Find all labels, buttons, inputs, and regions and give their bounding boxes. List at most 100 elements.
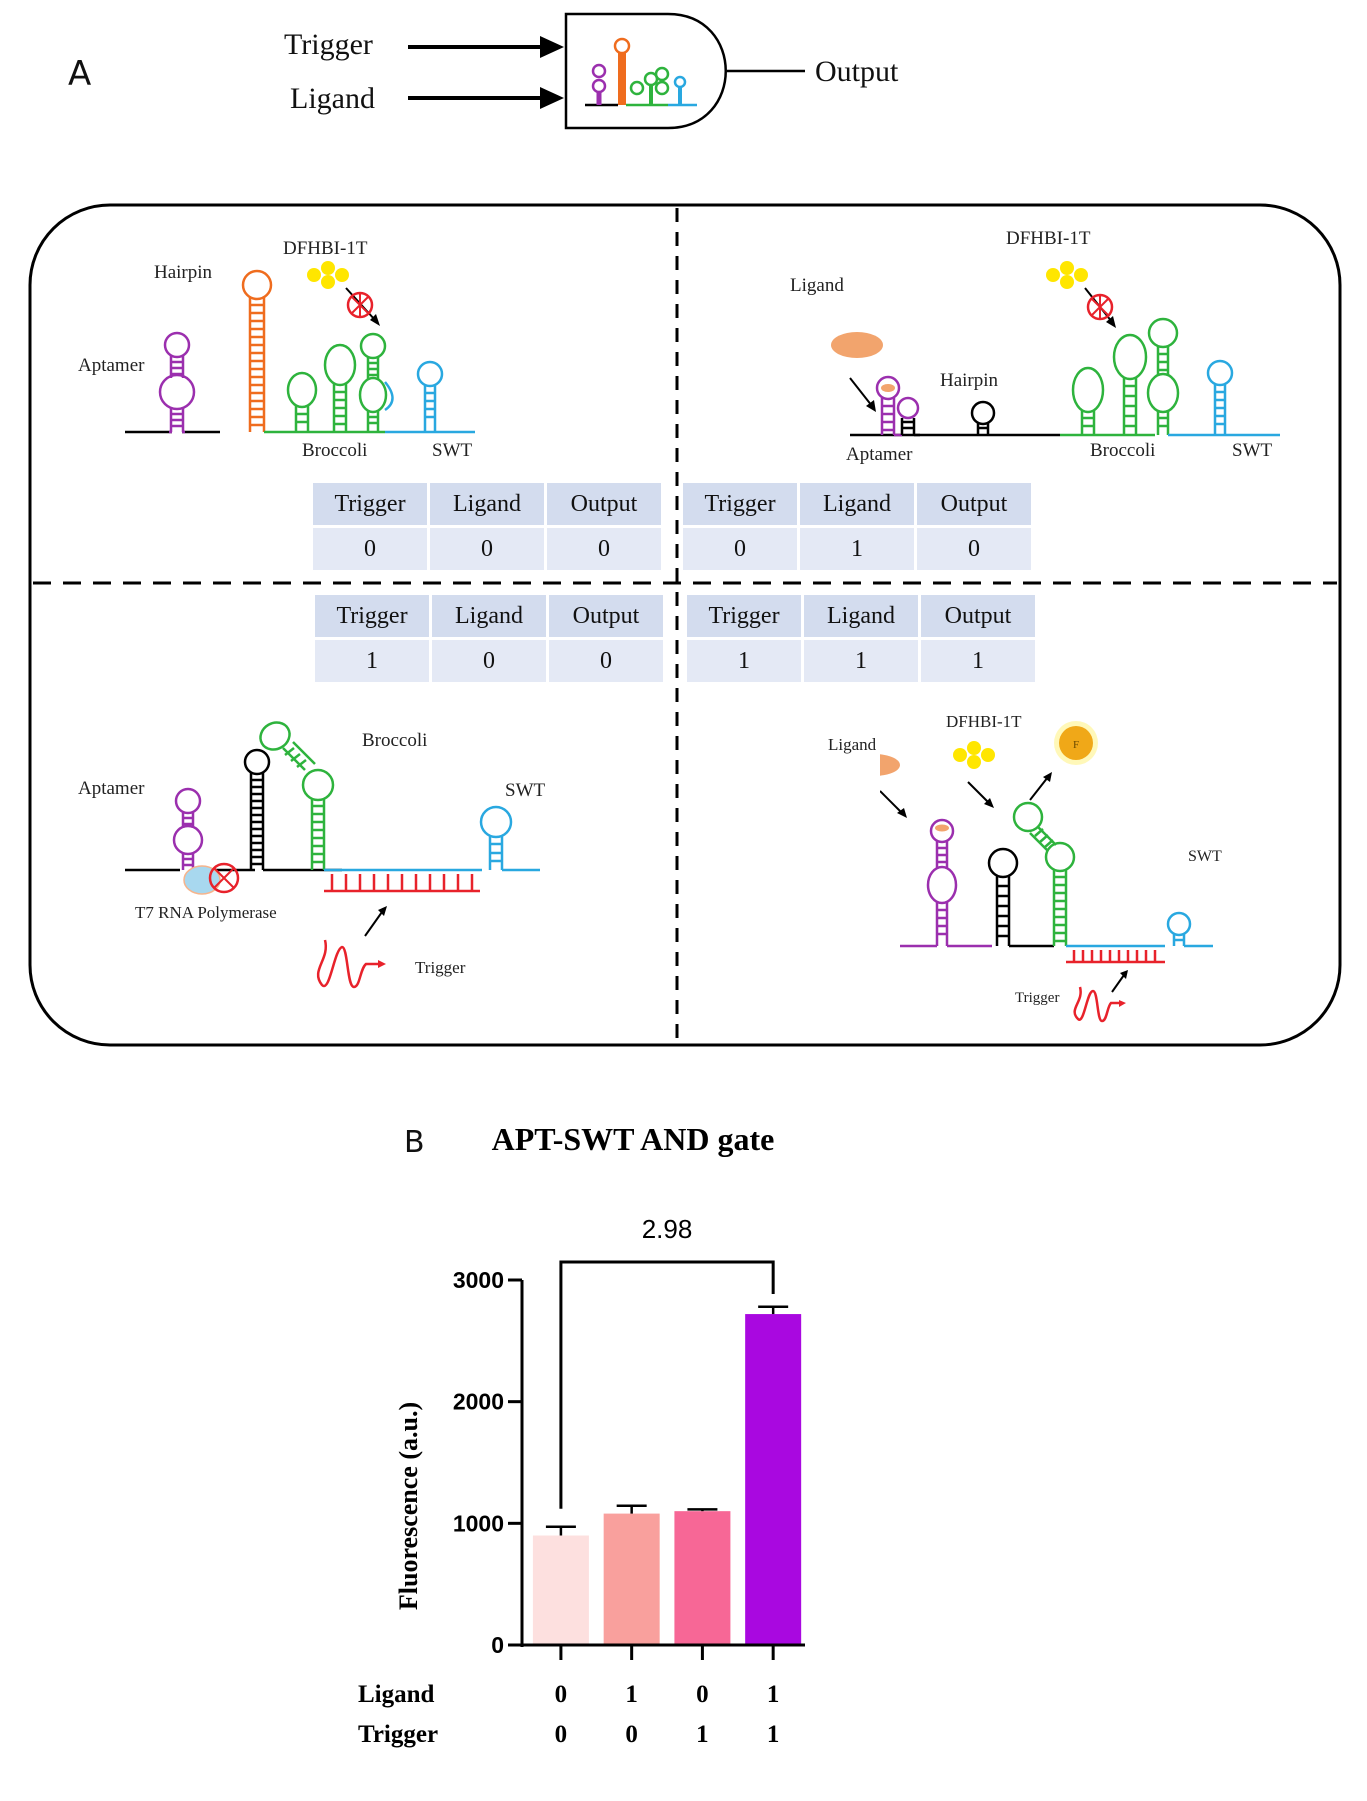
q3-aptamer-structure xyxy=(172,787,204,870)
significance-annotation: 2.98 xyxy=(642,1214,693,1244)
q1-value-trigger: 0 xyxy=(313,528,427,570)
q4-ligand-molecule xyxy=(880,754,900,776)
q1-swt-label: SWT xyxy=(432,440,473,461)
q3-hairpin-structure xyxy=(243,748,271,870)
y-tick-label: 2000 xyxy=(453,1389,504,1415)
bar xyxy=(603,1513,660,1644)
panel-a-label: A xyxy=(68,54,92,94)
q1-value-ligand: 0 xyxy=(430,528,544,570)
gate-input-ligand-label: Ligand xyxy=(290,82,375,115)
q2-hairpin-structure xyxy=(970,400,996,435)
q3-swt-label: SWT xyxy=(505,780,546,801)
q1-aptamer-label: Aptamer xyxy=(78,355,145,376)
bar xyxy=(532,1535,589,1644)
q3-broccoli-label: Broccoli xyxy=(362,730,428,751)
q2-value-trigger: 0 xyxy=(683,528,797,570)
q3-header-output: Output xyxy=(549,595,663,637)
q1-broccoli-label: Broccoli xyxy=(302,440,368,461)
q2-dye-label: DFHBI-1T xyxy=(1006,228,1091,249)
q1-hairpin-structure xyxy=(241,269,273,432)
and-gate-diagram xyxy=(408,12,805,130)
condition-row-label: Trigger xyxy=(358,1721,438,1748)
q3-rna-diagram xyxy=(125,721,540,989)
q4-value-ligand: 1 xyxy=(804,640,918,682)
q1-hairpin-label: Hairpin xyxy=(154,262,213,283)
fluorescence-output-icon: F xyxy=(1054,721,1098,765)
q1-header-ligand: Ligand xyxy=(430,483,544,525)
q3-swt-structure xyxy=(324,805,540,872)
q4-header-ligand: Ligand xyxy=(804,595,918,637)
q1-truth-table: Trigger Ligand Output 0 0 0 xyxy=(310,480,664,573)
q4-dye-label: DFHBI-1T xyxy=(946,712,1022,731)
chart-title: APT-SWT AND gate xyxy=(492,1121,775,1157)
q1-rna-diagram xyxy=(125,261,475,434)
rna-construct-icon xyxy=(585,37,697,107)
q4-value-output: 1 xyxy=(921,640,1035,682)
q2-dye-molecule xyxy=(1046,261,1088,289)
q4-trigger-strand-icon xyxy=(1073,986,1120,1023)
q4-swt-structure xyxy=(1066,911,1213,948)
q2-value-output: 0 xyxy=(917,528,1031,570)
q3-broccoli-structure xyxy=(259,721,335,870)
y-tick-label: 1000 xyxy=(453,1510,504,1536)
panel-b-label: B xyxy=(404,1125,425,1160)
condition-value: 0 xyxy=(696,1681,709,1708)
q4-hairpin-structure xyxy=(987,847,1054,948)
q3-trigger-strand-icon xyxy=(316,939,380,989)
gate-input-arrow-ligand xyxy=(408,87,564,109)
q2-ligand-molecule xyxy=(831,332,883,358)
q1-header-trigger: Trigger xyxy=(313,483,427,525)
q2-aptamer-structure xyxy=(875,375,920,437)
q3-header-trigger: Trigger xyxy=(315,595,429,637)
quadrant-frame xyxy=(28,203,1342,1047)
q1-swt-structure xyxy=(384,360,475,434)
q4-header-trigger: Trigger xyxy=(687,595,801,637)
condition-value: 1 xyxy=(696,1721,709,1748)
q3-polymerase-label: T7 RNA Polymerase xyxy=(135,903,277,922)
condition-value: 0 xyxy=(555,1681,568,1708)
bar xyxy=(745,1314,802,1644)
q2-blocked-arrow xyxy=(1084,287,1116,328)
q3-value-ligand: 0 xyxy=(432,640,546,682)
q1-broccoli-structure xyxy=(264,332,388,434)
q4-trigger-label: Trigger xyxy=(1015,990,1060,1006)
q3-trigger-bound-strand xyxy=(324,874,480,893)
q4-aptamer-structure xyxy=(926,818,992,948)
q2-swt-label: SWT xyxy=(1232,440,1273,461)
q4-rna-diagram: F xyxy=(880,721,1213,1023)
q4-ligand-label: Ligand xyxy=(828,735,877,754)
q2-broccoli-label: Broccoli xyxy=(1090,440,1156,461)
q3-value-output: 0 xyxy=(549,640,663,682)
q1-blocked-arrow xyxy=(345,287,380,326)
q2-swt-structure xyxy=(1168,359,1280,437)
q4-fluor-label: F xyxy=(1073,739,1079,751)
q3-header-ligand: Ligand xyxy=(432,595,546,637)
condition-row-label: Ligand xyxy=(358,1681,435,1708)
q2-truth-table: Trigger Ligand Output 0 1 0 xyxy=(680,480,1034,573)
q1-aptamer-structure xyxy=(158,331,196,434)
q4-dye-molecule xyxy=(953,741,995,769)
and-gate-shape xyxy=(564,12,727,130)
y-tick-label: 0 xyxy=(491,1632,504,1658)
q2-rna-diagram xyxy=(831,261,1280,437)
q1-dye-label: DFHBI-1T xyxy=(283,238,368,259)
q2-header-trigger: Trigger xyxy=(683,483,797,525)
gate-input-arrow-trigger xyxy=(408,36,564,58)
q3-trigger-arrow xyxy=(364,906,387,937)
bar-chart: APT-SWT AND gate Fluorescence (a.u.) 010… xyxy=(358,1121,805,1748)
condition-value: 1 xyxy=(625,1681,638,1708)
q1-dye-molecule xyxy=(307,261,349,289)
q2-value-ligand: 1 xyxy=(800,528,914,570)
q3-aptamer-label: Aptamer xyxy=(78,778,145,799)
q3-value-trigger: 1 xyxy=(315,640,429,682)
q4-swt-label: SWT xyxy=(1188,848,1222,865)
t7-polymerase-icon xyxy=(183,862,240,895)
bar xyxy=(674,1511,731,1644)
q2-aptamer-label: Aptamer xyxy=(846,444,913,465)
condition-value: 1 xyxy=(767,1681,780,1708)
q4-truth-table: Trigger Ligand Output 1 1 1 xyxy=(684,592,1038,685)
condition-value: 0 xyxy=(555,1721,568,1748)
q3-trigger-label: Trigger xyxy=(415,958,466,977)
q4-trigger-bound-strand xyxy=(1066,950,1165,964)
